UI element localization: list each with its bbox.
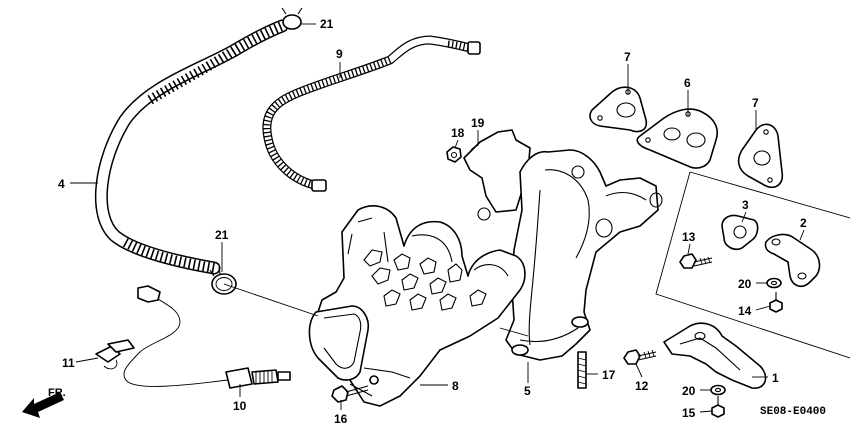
callout-13: 13 — [682, 230, 696, 244]
callout-14: 14 — [738, 304, 752, 318]
diagram-code: SE08-E0400 — [760, 406, 826, 418]
callout-5: 5 — [524, 384, 531, 398]
callout-16: 16 — [334, 412, 348, 425]
callout-20-top: 20 — [738, 277, 752, 291]
part-10-oxygen-sensor[interactable] — [123, 285, 291, 389]
part-4-air-hose[interactable] — [94, 19, 289, 275]
part-7-gasket-right[interactable] — [737, 123, 784, 188]
callout-6: 6 — [684, 76, 691, 90]
callout-10: 10 — [233, 399, 247, 413]
assembly-box-outline — [655, 171, 850, 359]
callout-11: 11 — [62, 356, 75, 370]
part-6-gasket-center[interactable] — [636, 108, 718, 169]
callout-17: 17 — [602, 368, 616, 382]
callout-labels: 21 9 7 6 7 18 19 4 21 3 2 13 20 14 11 10… — [58, 17, 807, 425]
callout-4: 4 — [58, 177, 65, 191]
callout-3: 3 — [742, 198, 749, 212]
callout-15: 15 — [682, 406, 696, 420]
part-1-bracket[interactable] — [663, 322, 767, 389]
part-7-gasket-left[interactable] — [589, 86, 648, 133]
callout-18: 18 — [451, 126, 465, 140]
part-2-stay[interactable] — [764, 233, 821, 288]
part-11-connector[interactable] — [95, 339, 135, 370]
front-label: FR. — [48, 387, 66, 399]
front-direction-indicator: FR. — [22, 387, 66, 418]
part-8-heat-shield[interactable] — [308, 205, 526, 407]
callout-12: 12 — [635, 379, 649, 393]
callout-1: 1 — [772, 371, 779, 385]
part-14-bolt[interactable] — [769, 292, 783, 313]
callout-21-top: 21 — [320, 17, 334, 31]
part-15-bolt[interactable] — [711, 396, 725, 418]
part-17-stud[interactable] — [577, 351, 587, 389]
part-12-bolt[interactable] — [623, 349, 657, 365]
part-9-air-tube[interactable] — [262, 35, 481, 192]
part-20-washer-top[interactable] — [766, 277, 782, 289]
callout-7-left: 7 — [624, 50, 631, 64]
part-3-collar[interactable] — [721, 214, 759, 251]
callout-9: 9 — [336, 47, 343, 61]
part-13-bolt[interactable] — [679, 253, 713, 269]
part-18-nut[interactable] — [446, 146, 462, 163]
part-21-hose-clamp-top[interactable] — [281, 7, 303, 30]
callout-21-middle: 21 — [215, 228, 229, 242]
callout-7-right: 7 — [752, 96, 759, 110]
callout-20-bottom: 20 — [682, 384, 696, 398]
part-20-washer-bottom[interactable] — [710, 384, 726, 396]
part-5-exhaust-manifold[interactable] — [463, 129, 663, 361]
front-arrow-icon — [22, 392, 64, 418]
leader-lines — [70, 23, 805, 413]
callout-8: 8 — [452, 379, 459, 393]
callout-2: 2 — [800, 216, 807, 230]
part-16-bolt[interactable] — [331, 385, 369, 403]
callout-19: 19 — [471, 116, 485, 130]
